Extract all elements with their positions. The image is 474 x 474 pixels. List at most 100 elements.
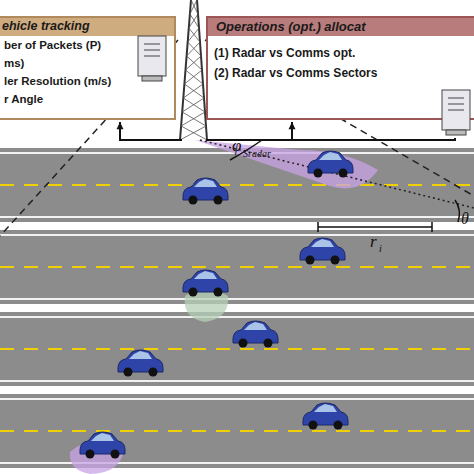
symbol-label: r [370, 232, 377, 252]
car-body [183, 270, 228, 292]
car-body [183, 178, 228, 200]
server-slot [144, 44, 160, 45]
panel-item: (1) Radar vs Comms opt. [214, 46, 355, 60]
lane-divider [0, 348, 474, 350]
car-wheel [314, 169, 323, 178]
tower-brace [183, 98, 205, 112]
server-icon [442, 90, 470, 135]
panel-title: Operations (opt.) allocat [216, 19, 366, 34]
car-wheel [189, 288, 198, 297]
server-slot [144, 56, 160, 57]
arrow-head [117, 122, 124, 129]
server-case [138, 36, 166, 76]
tower-brace [180, 126, 206, 140]
car [183, 178, 228, 205]
car-body [300, 238, 345, 260]
panel-item: ber of Packets (P) [4, 39, 101, 51]
car-window [319, 152, 342, 160]
car-wheel [264, 339, 273, 348]
car [308, 151, 353, 178]
lane-divider [0, 430, 474, 432]
server-slot [448, 110, 464, 111]
server-case [142, 76, 162, 81]
road-edge [0, 316, 474, 318]
tower-brace [182, 98, 204, 112]
car-window [311, 239, 334, 247]
car [303, 403, 348, 430]
tower-brace [184, 70, 202, 84]
car [300, 238, 345, 265]
car [80, 432, 125, 459]
panel-item: ler Resolution (m/s) [4, 75, 111, 87]
car [118, 350, 163, 377]
car-body [80, 432, 125, 454]
allocation-panel: Operations (opt.) allocat (1) Radar vs Co… [206, 16, 474, 120]
tower-brace [188, 42, 201, 56]
radar-beam [195, 140, 378, 188]
range-bracket [318, 222, 432, 232]
car-body [308, 151, 353, 173]
tower-brace [182, 112, 206, 126]
road-edge [0, 398, 474, 400]
panel-item: (2) Radar vs Comms Sectors [214, 66, 377, 80]
car-body [233, 321, 278, 343]
arrow-head [289, 122, 296, 129]
server-case [446, 130, 466, 135]
car-window [91, 433, 114, 441]
server-slot [448, 98, 464, 99]
car-wheel [306, 256, 315, 265]
server-slot [448, 104, 464, 105]
tower-brace [186, 70, 204, 84]
tower-brace [181, 126, 207, 140]
tower-brace [187, 42, 200, 56]
car-wheel [149, 368, 158, 377]
car [183, 270, 228, 297]
car-wheel [331, 256, 340, 265]
car-wheel [339, 169, 348, 178]
road-edge [0, 234, 474, 236]
subscript-label: i [379, 243, 382, 254]
cell-tower [180, 0, 207, 140]
tower-brace [191, 0, 198, 14]
car-window [244, 322, 267, 330]
data-link [292, 138, 455, 140]
server-icon [138, 36, 166, 81]
tower-brace [190, 0, 197, 14]
car-wheel [239, 339, 248, 348]
tower-brace [189, 14, 198, 28]
road [0, 148, 474, 222]
road-edge [0, 216, 474, 218]
car-wheel [86, 450, 95, 459]
data-link [206, 122, 292, 140]
tower-brace [187, 56, 202, 70]
tracking-panel: ehicle tracking ber of Packets (P) ms) ler … [0, 16, 176, 120]
lane-divider [0, 266, 474, 268]
angle-arrow [455, 200, 459, 222]
road-edge [0, 380, 474, 382]
car [233, 321, 278, 348]
subscript-label: Sradar [243, 148, 271, 159]
car-body [303, 403, 348, 425]
car-window [194, 179, 217, 187]
car-window [314, 404, 337, 412]
tower-brace [184, 84, 204, 98]
server-case [442, 90, 470, 130]
car-window [194, 271, 217, 279]
tower-brace [189, 28, 200, 42]
symbol-label: θ [461, 210, 469, 228]
tower-brace [181, 112, 205, 126]
lane-divider [0, 184, 474, 186]
car-wheel [189, 196, 198, 205]
car-window [129, 351, 152, 359]
car-wheel [214, 288, 223, 297]
car-wheel [334, 421, 343, 430]
panel-item: r Angle [4, 93, 43, 105]
panel-title: ehicle tracking [2, 19, 90, 33]
symbol-label: φ [232, 136, 241, 156]
road [0, 230, 474, 304]
tower-brace [188, 28, 199, 42]
panel-item: ms) [4, 57, 24, 69]
road [0, 312, 474, 386]
